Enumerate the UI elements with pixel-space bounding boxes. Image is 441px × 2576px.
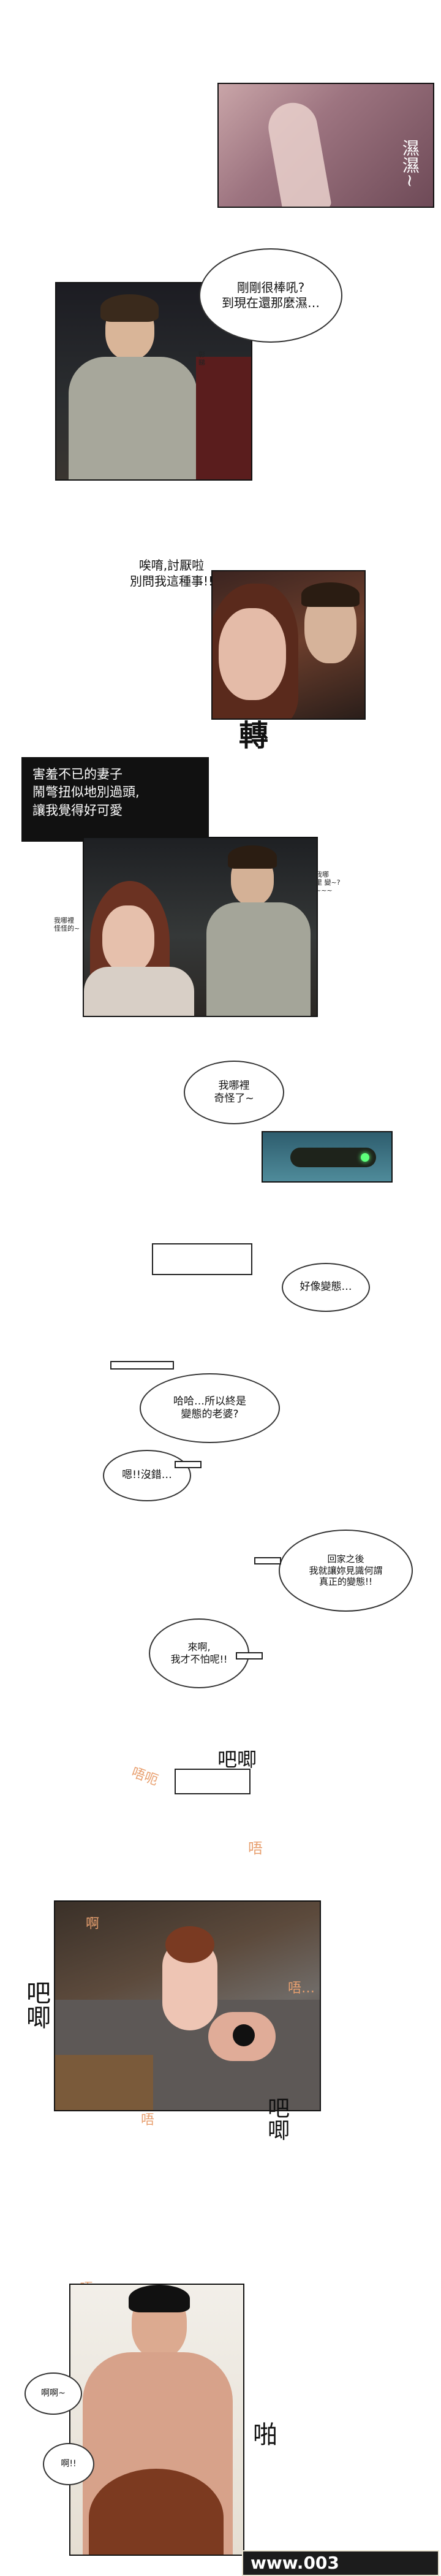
sfx-8: 唔	[141, 2113, 155, 2128]
panel-4-whisper-right: 我哪 里 變~? ~~~	[315, 871, 341, 895]
panel-7-woman-hair	[89, 2469, 224, 2555]
panel-4-man-hair	[228, 845, 277, 869]
sfx-7: 吧唧	[264, 2097, 289, 2141]
blank-box-6	[175, 1769, 251, 1794]
panel-6	[54, 1900, 321, 2111]
blank-box-5	[236, 1652, 263, 1660]
panel-3-man-hair	[301, 582, 360, 607]
watermark-box: www.003	[242, 2550, 439, 2576]
blank-box-2	[110, 1361, 174, 1370]
panel-5-led	[361, 1153, 369, 1162]
panel-2-seat	[196, 357, 251, 479]
panel-2-speech-bubble: 剛剛很棒吼? 到現在還那麼濕…	[199, 248, 342, 343]
bubble-7: 啊啊~	[24, 2372, 82, 2415]
panel-6-woman-hair	[165, 1926, 214, 1963]
panel-6-man-hair	[233, 2024, 255, 2046]
panel-4-woman-body	[84, 967, 194, 1016]
bubble-3: 哈哈…所以終是 變態的老婆?	[140, 1373, 280, 1443]
panel-2-man-body	[69, 357, 197, 479]
sfx-2: 唔呃	[129, 1765, 160, 1789]
blank-box-3	[175, 1461, 202, 1468]
bubble-5: 回家之後 我就讓妳見識何謂 真正的變態!!	[279, 1530, 413, 1612]
sfx-1: 吧唧	[217, 1748, 257, 1771]
sfx-4: 吧唧	[22, 1980, 50, 2029]
panel-5	[262, 1131, 393, 1183]
bubble-4: 嗯!!沒錯…	[103, 1450, 191, 1501]
panel-3	[211, 570, 366, 720]
blank-box-4	[254, 1557, 281, 1564]
panel-4-woman-face	[102, 905, 154, 973]
bubble-8: 啊!!	[43, 2443, 94, 2485]
sfx-6: 唔…	[288, 1981, 315, 1996]
sfx-5: 啊	[86, 1916, 100, 1932]
sfx-3: 唔	[248, 1840, 263, 1857]
blank-box-1	[152, 1243, 252, 1275]
panel-1-sfx: 濕濕~	[400, 139, 420, 188]
panel-3-woman-face	[219, 608, 286, 700]
panel-4-man-body	[206, 902, 311, 1016]
panel-1: 濕濕~	[217, 83, 434, 208]
bubble-1: 我哪裡 奇怪了~	[184, 1061, 284, 1124]
panel-1-figure	[264, 99, 333, 207]
bubble-6: 來啊, 我才不怕呢!!	[149, 1618, 249, 1688]
panel-4	[83, 837, 318, 1017]
panel-2-whisper: 彰 睇	[198, 351, 205, 367]
panel-4-whisper-left: 我哪裡 怪怪的~	[54, 916, 80, 933]
bubble-2: 好像變態…	[282, 1263, 370, 1312]
watermark-text: www.003	[251, 2553, 339, 2573]
panel-2-man-hair	[100, 294, 159, 322]
panel-7	[69, 2284, 244, 2556]
panel-6-floor	[55, 2055, 153, 2110]
panel-3-sfx: 轉	[239, 718, 269, 753]
sfx-10: 啪	[249, 2422, 277, 2446]
panel-7-man-hair	[129, 2285, 190, 2312]
narration-caption: 害羞不已的妻子 鬧彆扭似地別過頭, 讓我覺得好可愛	[21, 757, 209, 842]
